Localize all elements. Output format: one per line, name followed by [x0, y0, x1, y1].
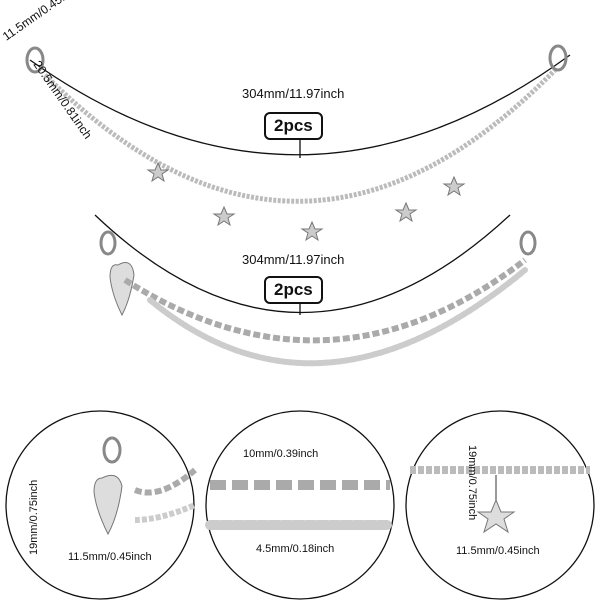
pearl-chain — [147, 267, 528, 367]
detail-circle-heart — [5, 410, 195, 600]
rhinestone-chain — [43, 68, 557, 204]
heart-pendant — [109, 262, 135, 317]
lobster-clasp-icon — [25, 44, 568, 74]
heart-link-chain — [123, 257, 527, 344]
quantity-badge-middle: 2pcs — [264, 276, 323, 304]
length-arc-middle — [94, 214, 511, 313]
quantity-badge-top: 2pcs — [264, 112, 323, 140]
clasps-middle — [99, 230, 537, 256]
detail-circle-star — [405, 410, 595, 600]
chain-length-label-middle: 304mm/11.97inch — [242, 252, 345, 267]
pearl-size-label: 4.5mm/0.18inch — [256, 543, 335, 555]
detail-circle-links — [205, 410, 395, 600]
heart-width-label: 11.5mm/0.45inch — [68, 551, 152, 563]
star-width-label: 11.5mm/0.45inch — [456, 545, 540, 557]
star-height-label: 19mm/0.75inch — [466, 445, 478, 521]
heart-height-label: 19mm/0.75inch — [28, 479, 40, 555]
star-charms — [146, 161, 466, 242]
heart-link-label: 10mm/0.39inch — [243, 448, 319, 460]
chain-length-label-top: 304mm/11.97inch — [242, 86, 345, 101]
